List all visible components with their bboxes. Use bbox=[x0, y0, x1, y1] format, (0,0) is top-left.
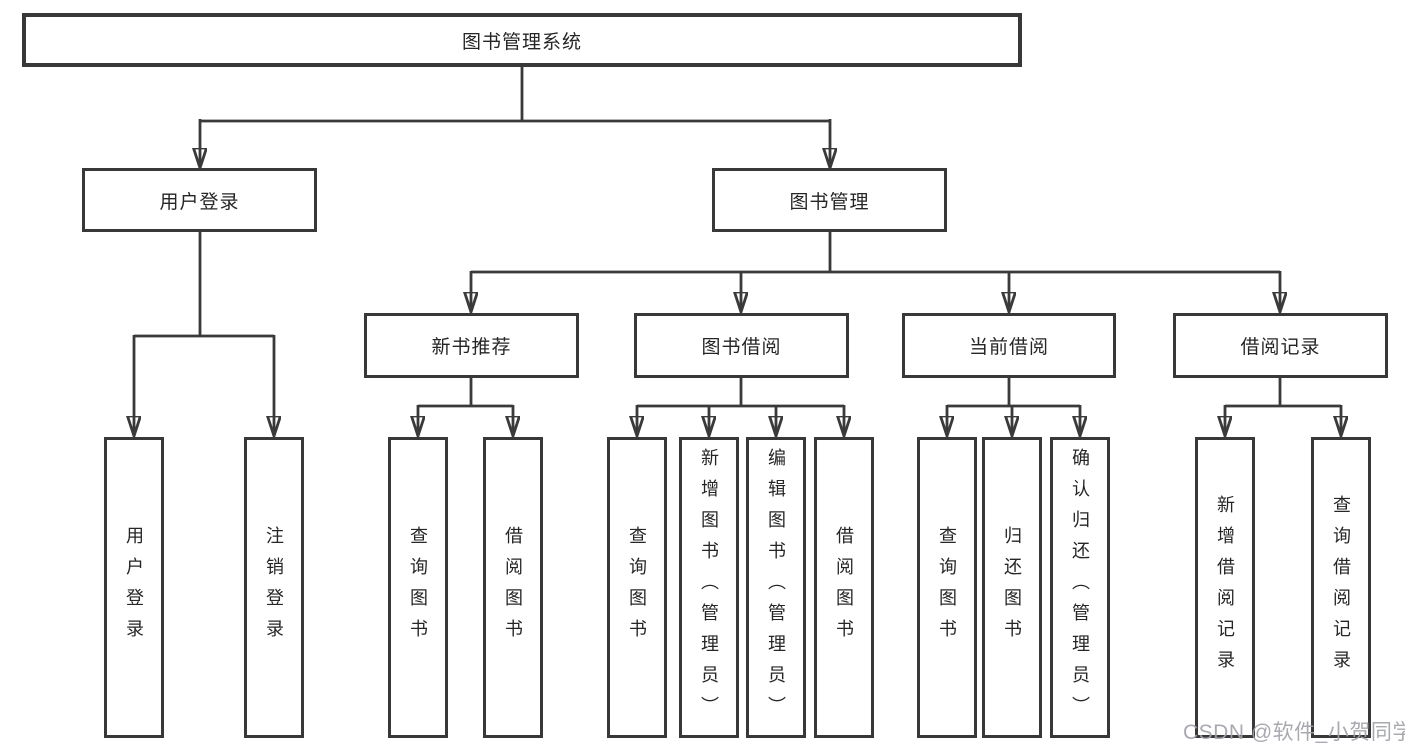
leaf-query-borrow-record: 查询借阅记录 bbox=[1311, 437, 1371, 738]
connector-book-mgmt-children bbox=[471, 231, 1280, 312]
leaf-add-books-admin: 新增图书（管理员） bbox=[679, 437, 739, 738]
connector-borrow-children bbox=[637, 377, 844, 436]
connector-user-login-children bbox=[134, 231, 274, 436]
leaf-query-books-borrow: 查询图书 bbox=[607, 437, 667, 738]
node-borrow-record: 借阅记录 bbox=[1173, 313, 1388, 378]
connector-new-book-children bbox=[418, 377, 513, 436]
node-user-login: 用户登录 bbox=[82, 168, 317, 232]
node-book-borrow: 图书借阅 bbox=[634, 313, 849, 378]
csdn-watermark: CSDN @软件_小贺同学 bbox=[1183, 721, 1405, 744]
leaf-return-books: 归还图书 bbox=[982, 437, 1042, 738]
leaf-borrow-books: 借阅图书 bbox=[814, 437, 874, 738]
node-library-management-system: 图书管理系统 bbox=[22, 13, 1022, 67]
leaf-edit-books-admin: 编辑图书（管理员） bbox=[746, 437, 806, 738]
connector-root-to-level1 bbox=[199, 66, 831, 168]
leaf-add-borrow-record: 新增借阅记录 bbox=[1195, 437, 1255, 738]
leaf-query-books-recommend: 查询图书 bbox=[388, 437, 448, 738]
leaf-query-books-current: 查询图书 bbox=[917, 437, 977, 738]
node-current-borrow: 当前借阅 bbox=[902, 313, 1116, 378]
connector-current-borrow-children bbox=[947, 377, 1080, 436]
node-book-management: 图书管理 bbox=[712, 168, 947, 232]
connector-borrow-record-children bbox=[1225, 377, 1341, 436]
leaf-borrow-books-recommend: 借阅图书 bbox=[483, 437, 543, 738]
leaf-user-login: 用户登录 bbox=[104, 437, 164, 738]
leaf-confirm-return-admin: 确认归还（管理员） bbox=[1050, 437, 1110, 738]
leaf-logout: 注销登录 bbox=[244, 437, 304, 738]
node-new-book-recommend: 新书推荐 bbox=[364, 313, 579, 378]
